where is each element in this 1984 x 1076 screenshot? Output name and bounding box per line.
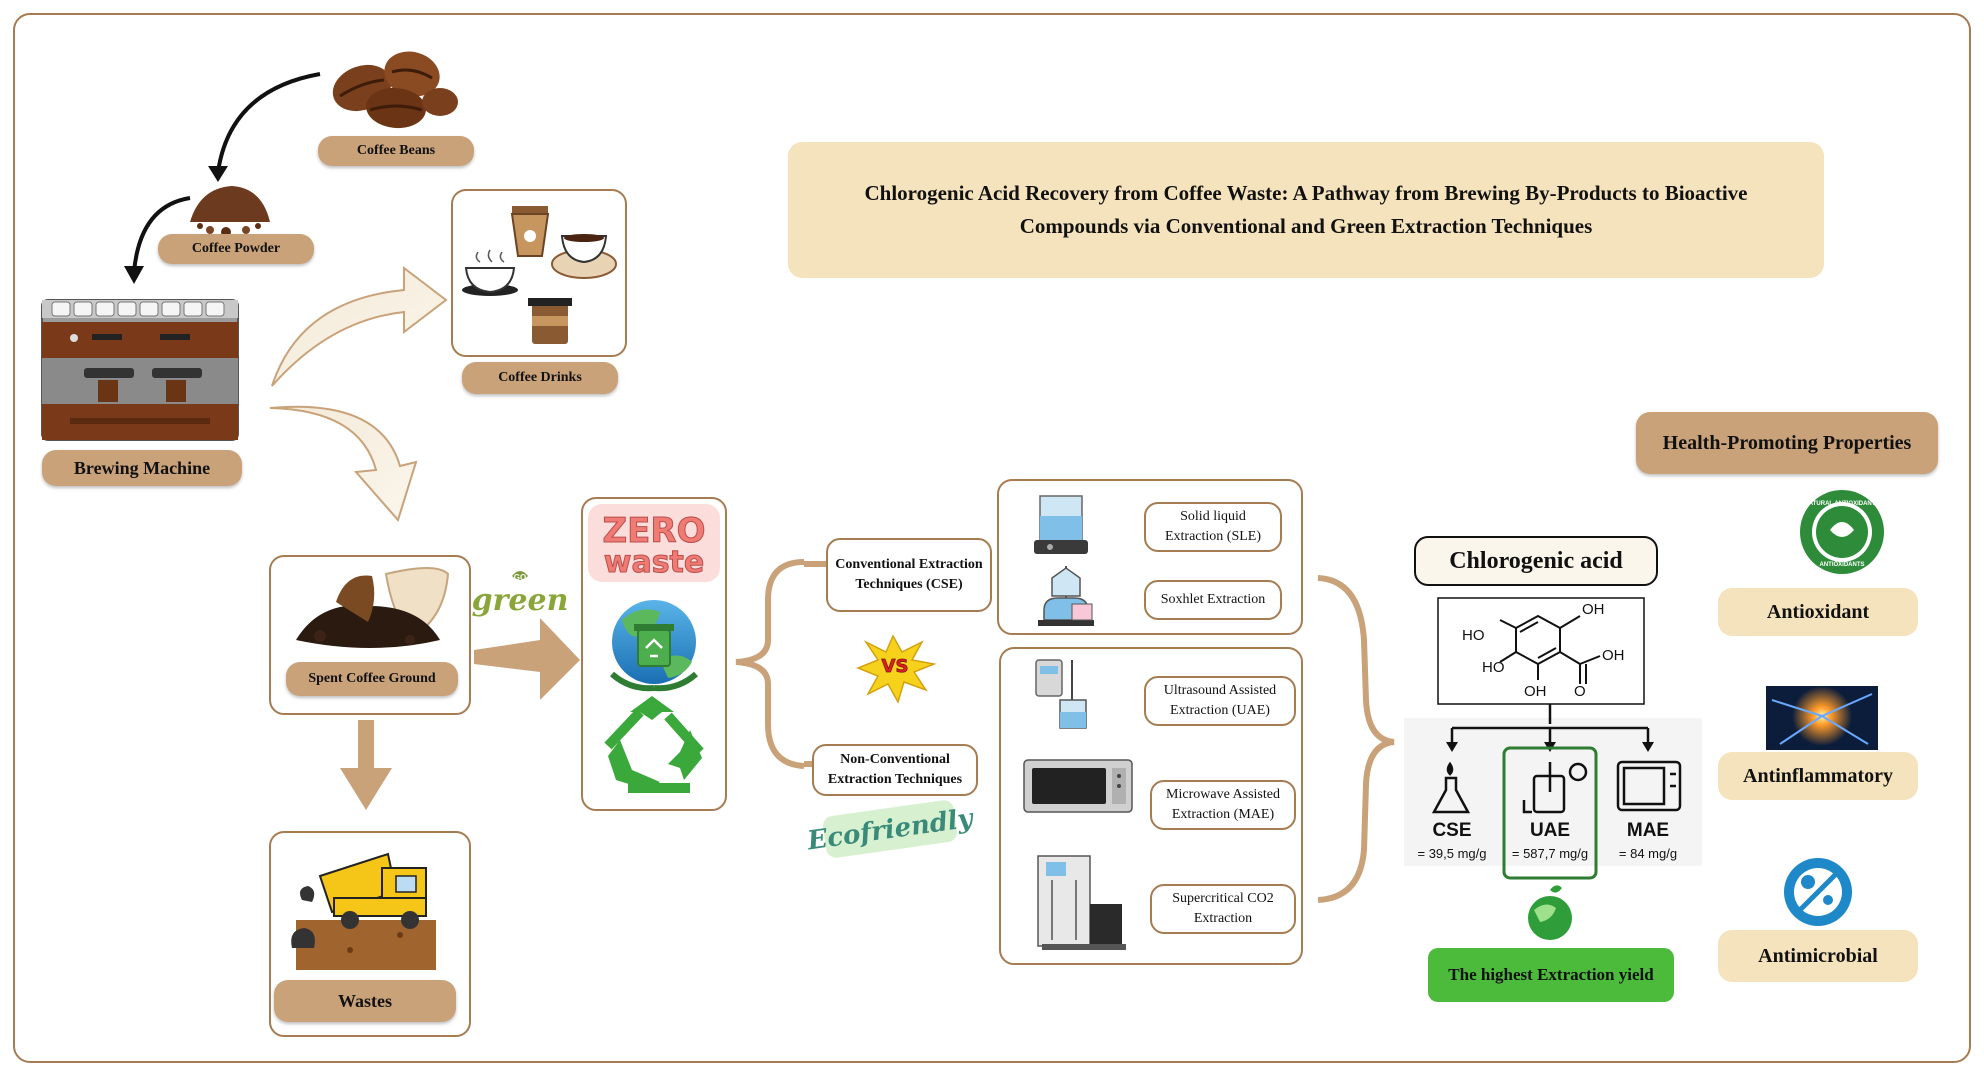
arrow-to-drinks [271, 265, 448, 387]
highest-extraction-yield-label: The highest Extraction yield [1428, 948, 1674, 1002]
coffee-drinks-icon [462, 206, 617, 344]
antioxidant-badge-icon [1800, 490, 1884, 574]
sle-label: Solid liquid Extraction (SLE) [1144, 502, 1282, 552]
svg-text:VS: VS [882, 656, 909, 677]
spent-coffee-ground-label: Spent Coffee Ground [286, 662, 458, 696]
soxhlet-apparatus-icon [1038, 566, 1094, 626]
coffee-powder-icon [190, 186, 270, 237]
svg-text:ZERO: ZERO [603, 511, 706, 551]
mae-microwave-icon [1616, 760, 1682, 812]
chlorogenic-structure-box [1437, 597, 1645, 705]
method-mae-name: MAE [1626, 820, 1670, 841]
brewing-machine-label: Brewing Machine [42, 450, 242, 486]
brace-left [735, 559, 805, 769]
group-ho-bottom: HO [1482, 659, 1505, 676]
curved-arrow-1 [216, 72, 321, 173]
supercritical-co2-label: Supercritical CO2 Extraction [1150, 884, 1296, 934]
method-cse-name: CSE [1432, 820, 1472, 841]
antimicrobial-label: Antimicrobial [1718, 930, 1918, 982]
svg-text:green: green [472, 583, 569, 618]
brace-right [1317, 575, 1395, 903]
svg-text:NATURAL ANTIOXIDANTS: NATURAL ANTIOXIDANTS [1805, 501, 1880, 507]
antimicrobial-icon [1784, 858, 1852, 926]
neuron-inflammation-icon [1766, 686, 1878, 750]
zero-waste-logo: ZERO waste [588, 504, 720, 582]
curved-arrow-2 [132, 196, 191, 273]
mae-label: Microwave Assisted Extraction (MAE) [1150, 780, 1296, 830]
sle-stirrer-icon [1034, 495, 1088, 554]
group-ho-left: HO [1462, 627, 1485, 644]
coffee-beans-icon [332, 51, 458, 129]
green-earth-icon [1528, 885, 1572, 940]
uae-label: Ultrasound Assisted Extraction (UAE) [1144, 676, 1296, 726]
chlorogenic-acid-title: Chlorogenic acid [1414, 536, 1658, 586]
group-o: O [1574, 683, 1586, 700]
cse-flask-icon [1431, 761, 1471, 814]
group-oh-low: OH [1524, 683, 1547, 700]
group-oh-top: OH [1582, 601, 1605, 618]
wastes-label: Wastes [274, 980, 456, 1022]
supercritical-co2-equipment-icon [1037, 855, 1126, 950]
svg-text:ANTIOXIDANTS: ANTIOXIDANTS [1820, 562, 1865, 568]
non-conventional-techniques-label: Non-Conventional Extraction Techniques [812, 744, 978, 796]
ultrasound-device-icon [1035, 659, 1087, 729]
soxhlet-label: Soxhlet Extraction [1144, 580, 1282, 620]
arrow-to-spent [269, 405, 418, 523]
method-cse-value: = 39,5 mg/g [1417, 846, 1487, 861]
vs-burst-icon: VS [855, 634, 937, 704]
diagram-title: Chlorogenic Acid Recovery from Coffee Wa… [864, 181, 1748, 238]
title-banner: Chlorogenic Acid Recovery from Coffee Wa… [788, 142, 1824, 278]
antinflammatory-label: Antinflammatory [1718, 752, 1918, 800]
antioxidant-label: Antioxidant [1718, 588, 1918, 636]
microwave-icon [1023, 759, 1133, 813]
coffee-beans-label: Coffee Beans [318, 136, 474, 166]
recycle-icon [604, 696, 704, 793]
outer-frame [13, 13, 1971, 1063]
chlorogenic-structure-icon [1499, 614, 1601, 684]
uae-highlight-frame [1502, 746, 1598, 880]
svg-text:GO: GO [514, 573, 526, 582]
spent-coffee-icon [296, 567, 450, 648]
coffee-drinks-frame [451, 189, 627, 357]
method-uae-value: = 587,7 mg/g [1511, 846, 1589, 861]
ecofriendly-badge: Ecofriendly [805, 800, 976, 858]
svg-text:waste: waste [604, 545, 705, 580]
method-comparison-panel [1404, 718, 1702, 866]
brewing-machine-icon [41, 299, 239, 441]
go-green-logo: GO green [472, 571, 569, 618]
health-properties-title: Health-Promoting Properties [1636, 412, 1938, 474]
arrow-spent-to-green [474, 618, 580, 700]
coffee-powder-label: Coffee Powder [158, 234, 314, 264]
group-oh-right: OH [1602, 647, 1625, 664]
dump-truck-icon [291, 852, 436, 970]
uae-device-icon [1522, 762, 1588, 814]
method-uae-name: UAE [1529, 820, 1571, 841]
arrow-spent-to-wastes [340, 720, 392, 810]
method-mae-value: = 84 mg/g [1618, 846, 1678, 861]
conventional-techniques-label: Conventional Extraction Techniques (CSE) [826, 538, 992, 612]
earth-recycle-bin-icon [610, 600, 698, 692]
coffee-drinks-label: Coffee Drinks [462, 362, 618, 394]
